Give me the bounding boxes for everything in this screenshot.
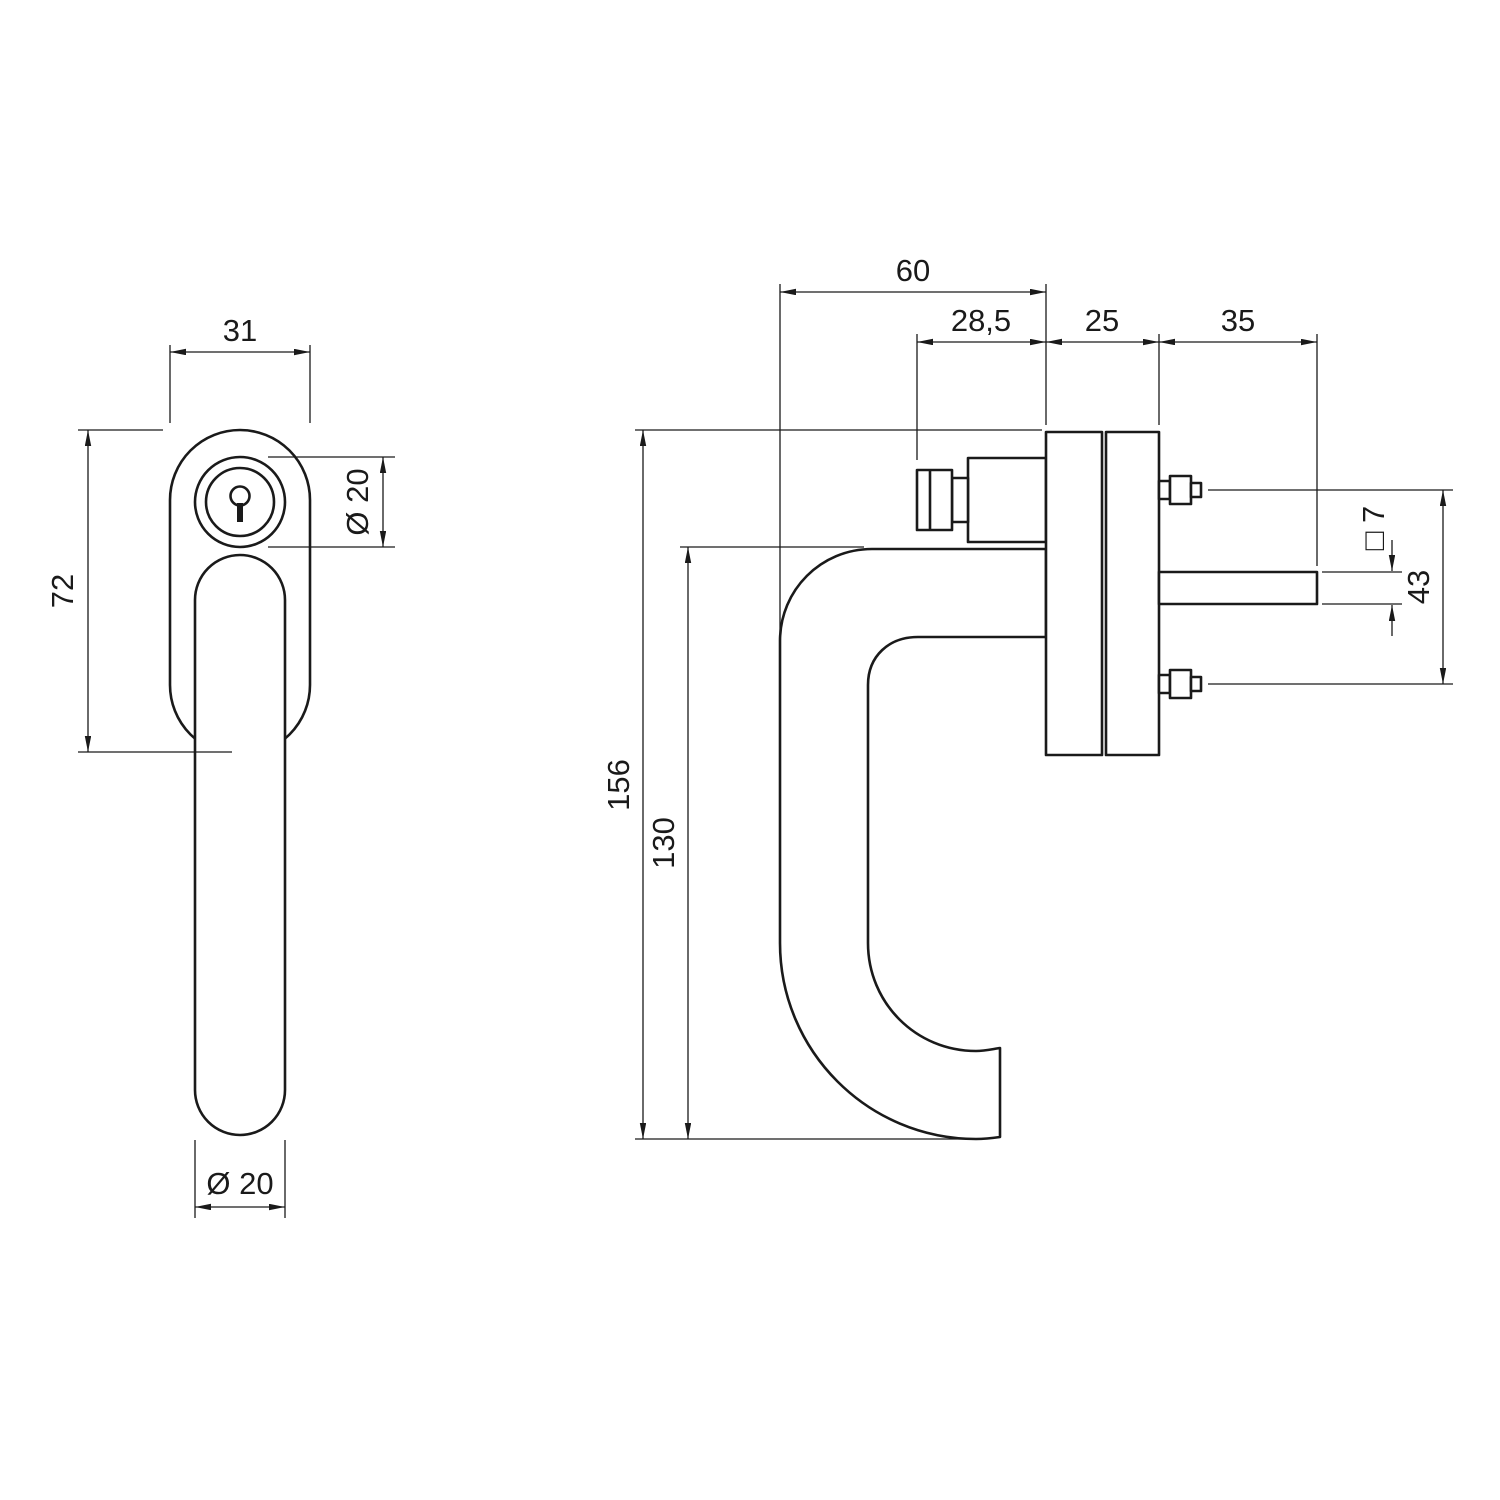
dimension-screw-distance-43: 43	[1208, 489, 1453, 685]
dim-label-43: 43	[1401, 570, 1436, 604]
key-cylinder-inner	[204, 466, 276, 538]
dim-label-cylinder-diameter: Ø 20	[340, 468, 375, 535]
dim-label-60: 60	[896, 253, 930, 288]
side-view: 60 28,5 25 35 156	[601, 253, 1453, 1141]
dimension-spindle-square-7: □ 7	[1322, 506, 1402, 636]
dim-label-130: 130	[646, 817, 681, 869]
dim-label-28-5: 28,5	[951, 303, 1011, 338]
dimension-cylinder-depth-28-5: 28,5	[916, 303, 1046, 460]
dim-label-35: 35	[1221, 303, 1255, 338]
dimension-length-72: 72	[45, 429, 232, 753]
mounting-plate-front	[1044, 430, 1104, 757]
dimension-depth-60: 60	[779, 253, 1047, 634]
screw-top	[1157, 474, 1203, 506]
lock-cylinder-side	[915, 456, 1048, 544]
dimension-grip-diameter: Ø 20	[194, 1140, 286, 1218]
front-view: 31 72 Ø 20 Ø 20	[45, 313, 395, 1218]
dimension-rose-thickness-25: 25	[1046, 303, 1160, 425]
dim-label-156: 156	[601, 759, 636, 811]
dim-label-square-7: □ 7	[1356, 506, 1391, 551]
dimension-spindle-length-35: 35	[1159, 303, 1318, 566]
grip-outline	[193, 553, 287, 1137]
screw-bottom	[1157, 668, 1203, 700]
dimension-cylinder-diameter: Ø 20	[268, 456, 395, 548]
mounting-plate-back	[1104, 430, 1161, 757]
dim-label-25: 25	[1085, 303, 1119, 338]
dim-label-72: 72	[45, 574, 80, 608]
dim-label-grip-diameter: Ø 20	[206, 1166, 273, 1201]
dim-label-31: 31	[223, 313, 257, 348]
lever-profile	[778, 547, 1048, 1141]
spindle	[1157, 570, 1319, 606]
dimension-width-31: 31	[169, 313, 311, 423]
dimension-height-130: 130	[646, 546, 864, 1139]
dimension-height-156: 156	[601, 429, 1042, 1140]
